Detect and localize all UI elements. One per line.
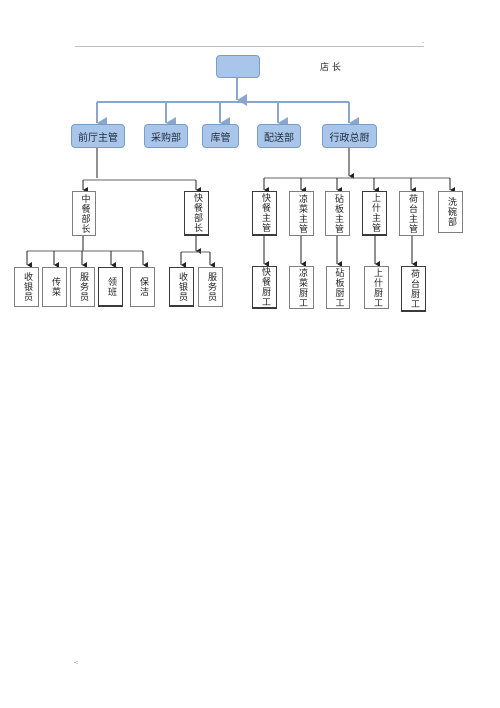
- fast-food-cashier: 收银员: [169, 267, 194, 307]
- warehouse: 库管: [202, 124, 239, 148]
- staff-cashier: 收银员: [14, 267, 39, 307]
- kitchen-dishwashing: 洗碗部: [438, 191, 463, 233]
- kitchen-staff-shangshi: 上什厨工: [364, 266, 389, 309]
- kitchen-head-cold-dish: 凉菜主管: [289, 191, 314, 236]
- kitchen-head-hetai: 荷台主管: [399, 191, 424, 236]
- purchasing-dept: 采购部: [144, 124, 188, 148]
- corner-mark: ·: [422, 40, 424, 47]
- kitchen-staff-cold-dish: 凉菜厨工: [289, 266, 314, 309]
- store-manager-label: 店 长: [320, 63, 341, 73]
- fast-food-head: 快餐部长: [184, 191, 209, 236]
- kitchen-head-shangshi: 上什主管: [362, 191, 387, 236]
- staff-supervisor: 领班: [98, 267, 123, 307]
- delivery-dept: 配送部: [257, 124, 301, 148]
- chinese-dining-head: 中餐部长: [72, 191, 96, 236]
- kitchen-staff-fast-food: 快餐厨工: [252, 266, 277, 309]
- kitchen-staff-chopping: 砧板厨工: [326, 266, 350, 309]
- staff-cleaner: 保洁: [130, 267, 155, 307]
- store-manager-box: [216, 55, 260, 78]
- top-rule: [75, 46, 424, 47]
- staff-runner: 传菜: [42, 267, 67, 307]
- kitchen-staff-hetai: 荷台厨工: [401, 266, 426, 312]
- executive-chef: 行政总厨: [322, 124, 377, 148]
- fast-food-waiter: 服务员: [198, 267, 223, 307]
- front-hall-manager: 前厅主管: [71, 124, 125, 148]
- kitchen-head-chopping: 砧板主管: [325, 191, 350, 236]
- kitchen-head-fast-food: 快餐主管: [252, 191, 277, 236]
- staff-waiter: 服务员: [70, 267, 95, 307]
- bottom-mark: -:: [74, 659, 79, 666]
